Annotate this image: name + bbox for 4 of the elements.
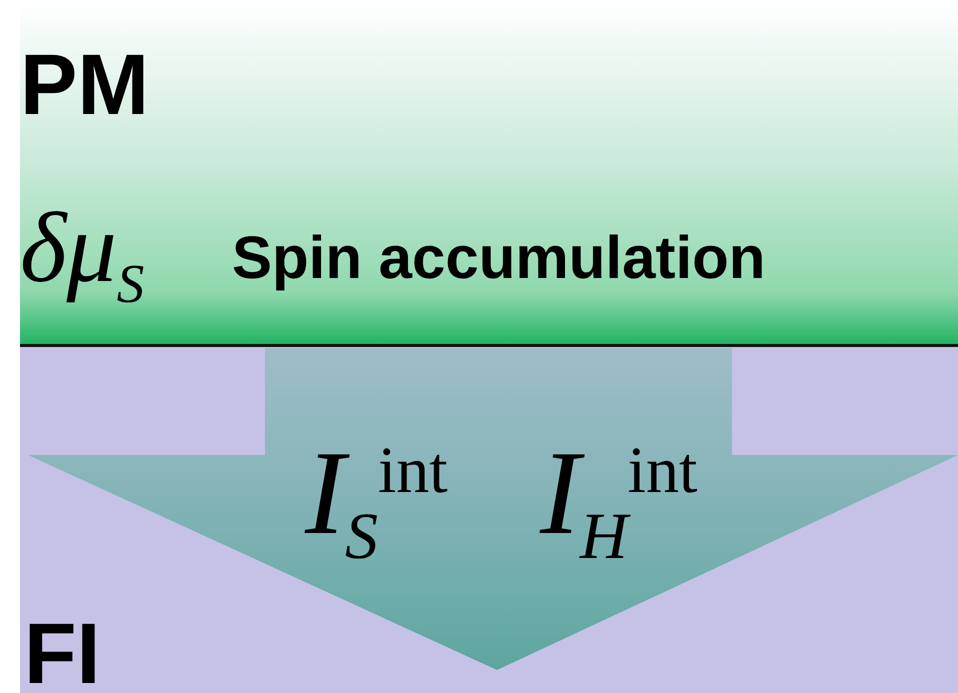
layer-label: FI: [24, 611, 100, 693]
layer-label: PM: [20, 42, 149, 128]
spin-accumulation-symbol: δμ$_{S}$: [20, 198, 144, 311]
spin-accumulation-label: Spin accumulation: [232, 228, 766, 288]
